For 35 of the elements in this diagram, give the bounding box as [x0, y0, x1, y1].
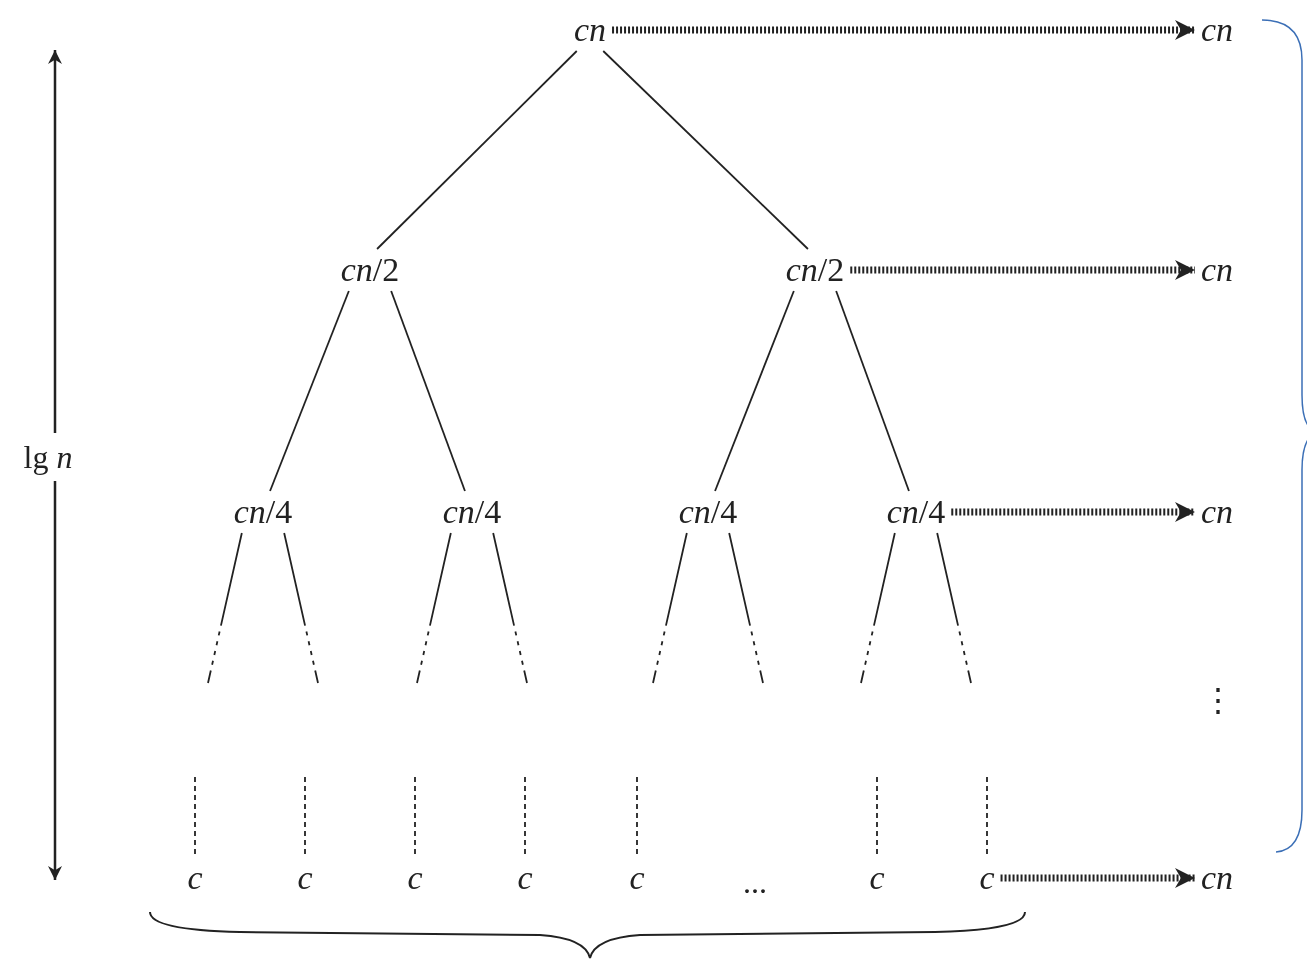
- tree-edge: [714, 290, 795, 492]
- cost-label: c: [863, 857, 891, 899]
- cost-label: cn/4: [436, 491, 508, 533]
- tree-edge: [835, 290, 910, 492]
- level-cost-label: cn: [1194, 249, 1240, 291]
- cost-label: cn/4: [227, 491, 299, 533]
- tree-edge: [376, 50, 578, 250]
- ellipsis: ...: [743, 866, 767, 898]
- cost-label: cn/4: [880, 491, 952, 533]
- cost-label: c: [511, 857, 539, 899]
- fading-edge: [860, 532, 896, 684]
- vertical-ellipsis: ⋮: [1202, 684, 1234, 716]
- fading-edge: [416, 532, 452, 684]
- tree-edge: [390, 290, 466, 492]
- fading-edge: [492, 532, 528, 684]
- fading-edge: [283, 532, 319, 684]
- cost-label: c: [623, 857, 651, 899]
- cost-label: c: [401, 857, 429, 899]
- cost-label: c: [973, 857, 1001, 899]
- level-cost-label: cn: [1194, 9, 1240, 51]
- fading-edge: [728, 532, 764, 684]
- cost-label: c: [181, 857, 209, 899]
- cost-label: cn/2: [779, 249, 851, 291]
- cost-label: c: [291, 857, 319, 899]
- fading-edge: [207, 532, 243, 684]
- dimension-label: lg n: [23, 433, 73, 481]
- cost-label: cn: [567, 9, 613, 51]
- fading-edge: [652, 532, 688, 684]
- cost-label: cn/4: [672, 491, 744, 533]
- level-cost-label: cn: [1194, 857, 1240, 899]
- fading-edge: [936, 532, 972, 684]
- tree-edge: [269, 290, 350, 492]
- tree-edge: [602, 50, 809, 250]
- cost-label: cn/2: [334, 249, 406, 291]
- level-cost-label: cn: [1194, 491, 1240, 533]
